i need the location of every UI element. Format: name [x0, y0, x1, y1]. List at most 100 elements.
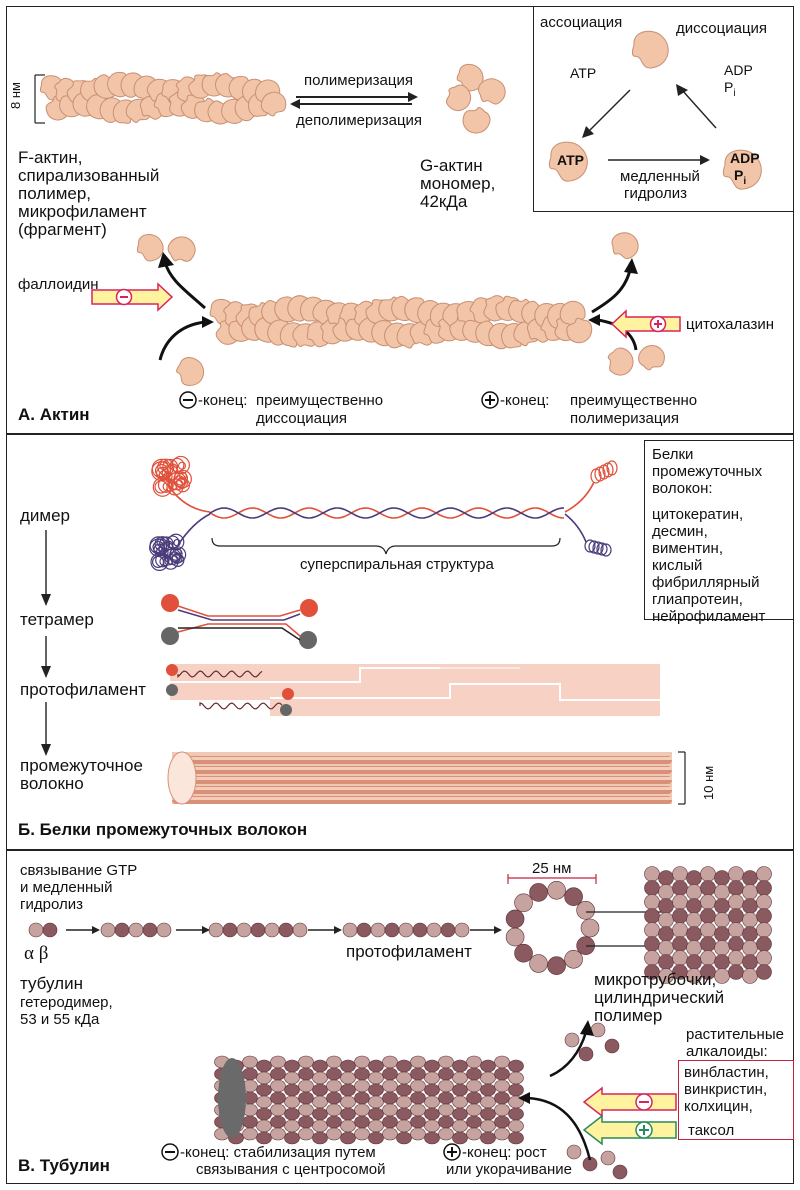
cytochalasin-label: цитохалазин — [686, 316, 774, 333]
protein-5: фибриллярный — [652, 574, 760, 591]
dimer-label: димер — [20, 506, 71, 525]
microtubule-lumen — [218, 1058, 246, 1138]
tub-plus-end-1: -конец: рост — [462, 1144, 547, 1161]
heterodimer-label-3: 53 и 55 кДа — [20, 1011, 100, 1028]
taxol-arrow — [582, 1114, 677, 1146]
nm25-label: 25 нм — [532, 860, 572, 877]
actin-monomer — [611, 232, 639, 260]
panel-c-title: В. Тубулин — [18, 1156, 110, 1175]
cycle-adp-free: ADP — [724, 62, 753, 78]
g-actin-monomers — [445, 63, 506, 134]
tubulin-arrows — [66, 926, 502, 934]
f-actin-line-3: полимер, — [18, 184, 92, 203]
minus-end-label: -конец: — [198, 392, 248, 409]
tetramer-drawing — [161, 594, 318, 649]
plus-end-desc-1: преимущественно — [570, 392, 698, 409]
microtubule-short-cylinder — [644, 866, 772, 984]
actin-monomer — [607, 347, 634, 376]
cytochalasin-arrow — [610, 309, 681, 339]
tetramer-label: тетрамер — [20, 610, 94, 629]
tub-minus-end-1: -конец: стабилизация путем — [180, 1144, 376, 1161]
proteins-title-2: промежуточных — [652, 463, 763, 480]
depolymerization-label: деполимеризация — [296, 112, 423, 129]
microtubule-long-cylinder — [214, 1055, 524, 1145]
fiber-label-1: промежуточное — [20, 756, 143, 775]
actin-monomer — [176, 357, 205, 386]
assembly-arrows — [41, 530, 51, 756]
protein-2: десмин, — [652, 523, 708, 540]
slow-hydrolysis-2: гидролиз — [624, 185, 687, 202]
actin-monomer — [478, 78, 506, 105]
proteins-title-1: Белки — [652, 446, 694, 463]
atp-cycle-diagram — [548, 30, 762, 190]
actin-monomer — [136, 234, 164, 262]
gtp-label-3: гидролиз — [20, 896, 83, 913]
proteins-title-3: волокон: — [652, 480, 713, 497]
alkaloid-2: винкристин, — [684, 1081, 768, 1098]
f-actin-line-2: спирализованный — [18, 166, 160, 185]
g-actin-line-1: G-актин — [420, 156, 483, 175]
minus-end-desc-1: преимущественно — [256, 392, 384, 409]
g-actin-line-2: мономер, — [420, 174, 496, 193]
protein-1: цитокератин, — [652, 506, 744, 523]
microtubule-cross-section — [505, 880, 600, 976]
gtp-label-2: и медленный — [20, 879, 113, 896]
association-label: ассоциация — [540, 14, 623, 31]
protein-3: виментин, — [652, 540, 723, 557]
actin-monomer — [445, 84, 472, 112]
if-proteins-box — [644, 440, 794, 620]
alkaloids-title-2: алкалоиды: — [686, 1043, 768, 1060]
phalloidin-arrow — [91, 282, 174, 312]
protofilament-drawing — [166, 664, 660, 716]
plus-end-label: -конец: — [500, 392, 550, 409]
tubulin-chains — [28, 922, 470, 938]
alkaloid-3: колхицин, — [684, 1098, 753, 1115]
protein-4: кислый — [652, 557, 703, 574]
alkaloid-inhibit-arrow — [582, 1086, 677, 1118]
polymerization-label: полимеризация — [304, 72, 413, 89]
tub-minus-end-2: связывания с центросомой — [196, 1161, 386, 1178]
alpha-beta-label: α β — [24, 943, 49, 964]
actin-monomer — [631, 30, 669, 69]
cycle-adp-bound: ADP — [730, 150, 760, 166]
protofilament-label-c: протофиламент — [346, 942, 472, 961]
actin-monomer — [722, 149, 762, 190]
polymerization-arrow — [290, 92, 418, 109]
actin-monomer — [167, 236, 196, 262]
fiber-label-2: волокно — [20, 774, 84, 793]
f-actin-line-4: микрофиламент — [18, 202, 147, 221]
alkaloids-title-1: растительные — [686, 1026, 784, 1043]
cycle-atp-bound: ATP — [557, 152, 584, 168]
dissociated-monomers-left — [136, 232, 665, 386]
actin-monomer — [456, 63, 484, 92]
free-tubulin-dimers — [564, 1022, 628, 1180]
dissociation-label: диссоциация — [676, 20, 768, 37]
microtubule-label-3: полимер — [594, 1006, 663, 1025]
taxol-label: таксол — [688, 1122, 735, 1139]
microtubule-label-2: цилиндрический — [594, 988, 725, 1007]
plus-end-desc-2: полимеризация — [570, 410, 679, 427]
dimer-drawing — [149, 455, 618, 571]
heterodimer-label-1: тубулин — [20, 974, 83, 993]
panel-a-title: А. Актин — [18, 405, 90, 424]
f-actin-filament — [39, 71, 287, 125]
actin-monomer — [462, 107, 491, 134]
microtubule-label-1: микротрубочки, — [594, 970, 717, 989]
protofilament-label-b: протофиламент — [20, 680, 146, 699]
gtp-label-1: связывание GTP — [20, 862, 138, 879]
phalloidin-label: фаллоидин — [18, 276, 99, 293]
actin-diagram-top — [34, 63, 681, 409]
f-actin-line-5: (фрагмент) — [18, 220, 107, 239]
alkaloid-1: винбластин, — [684, 1064, 769, 1081]
f-actin-long-filament — [209, 295, 593, 350]
supercoil-label: суперспиральная структура — [300, 556, 494, 573]
minus-end-desc-2: диссоциация — [256, 410, 348, 427]
actin-monomer — [548, 141, 588, 182]
f-actin-line-1: F-актин, — [18, 148, 83, 167]
association-arrow-left — [158, 320, 206, 361]
cycle-pi-free: Pi — [724, 79, 736, 99]
alkaloids-box — [678, 1060, 794, 1140]
cycle-atp-free: ATP — [570, 65, 597, 81]
panel-b-title: Б. Белки промежуточных волокон — [18, 820, 308, 839]
